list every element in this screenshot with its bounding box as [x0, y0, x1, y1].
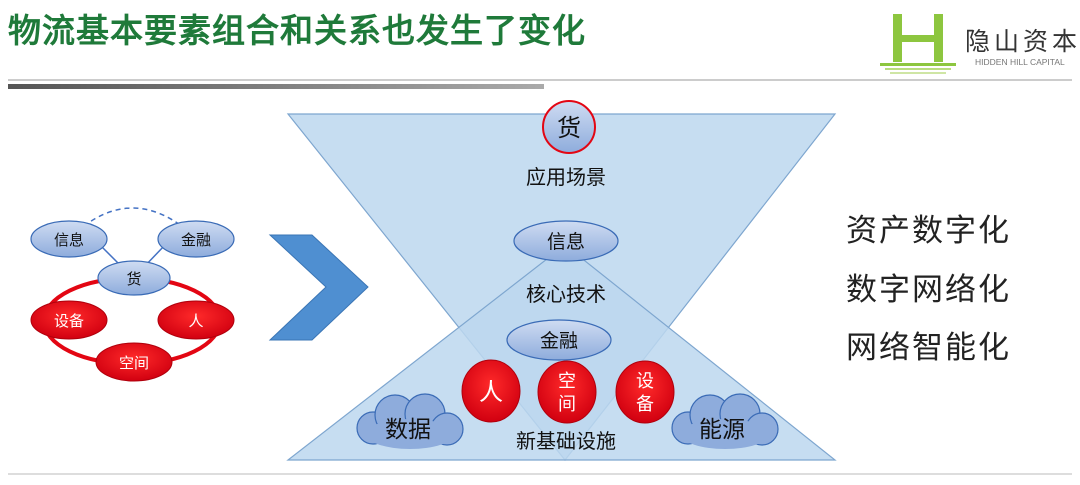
node-equipment-label: 设备	[54, 312, 84, 330]
node-person	[157, 300, 235, 340]
node-goods	[97, 260, 171, 296]
hg-node-space	[537, 360, 597, 424]
right-list-item: 网络智能化	[846, 330, 1011, 366]
header-accent-bar	[8, 84, 544, 89]
hg-infrastructure-label: 新基础设施	[516, 429, 616, 453]
node-finance	[157, 220, 235, 258]
node-info-label: 信息	[54, 231, 84, 249]
cloud-data-icon	[356, 393, 464, 449]
logo-name-en: HIDDEN HILL CAPITAL	[975, 57, 1065, 67]
cloud-data-label: 数据	[385, 417, 431, 443]
chevron-right-icon	[268, 234, 369, 341]
cloud-energy-label: 能源	[699, 417, 745, 443]
page-title: 物流基本要素组合和关系也发生了变化	[8, 11, 586, 50]
node-finance-label: 金融	[181, 231, 211, 249]
left-diagram: 信息 金融 货 设备 人 空间	[30, 207, 235, 382]
hg-node-equipment-label-line1: 设	[636, 371, 654, 392]
right-list-item: 数字网络化	[846, 272, 1011, 308]
logo-name-cn: 隐山资本	[965, 27, 1080, 56]
hg-node-finance-label: 金融	[540, 330, 578, 352]
hg-node-info	[513, 220, 619, 262]
hg-core-tech-label: 核心技术	[526, 282, 606, 306]
node-equipment	[30, 300, 108, 340]
hg-node-equipment-label-line2: 备	[636, 394, 654, 415]
hg-node-equipment	[615, 360, 675, 424]
hg-node-info-label: 信息	[547, 231, 585, 253]
node-person-label: 人	[188, 312, 203, 330]
hg-node-person	[461, 359, 521, 423]
hg-node-space-label-line1: 空	[558, 371, 576, 392]
node-goods-label: 货	[126, 270, 141, 288]
cloud-energy-icon	[671, 393, 779, 449]
right-list-item: 资产数字化	[846, 213, 1011, 249]
node-space-label: 空间	[119, 354, 149, 372]
logo-icon	[880, 14, 956, 74]
hourglass-diagram: 货 应用场景 信息 核心技术 金融 人 空 间 设 备 数据	[286, 100, 837, 461]
hg-node-finance	[506, 319, 612, 361]
node-space	[95, 342, 173, 382]
hg-application-label: 应用场景	[526, 165, 606, 189]
hg-node-goods-label: 货	[557, 114, 581, 142]
hg-node-person-label: 人	[479, 378, 503, 406]
node-info	[30, 220, 108, 258]
hg-node-space-label-line2: 间	[558, 394, 576, 415]
hg-node-goods	[542, 100, 596, 154]
